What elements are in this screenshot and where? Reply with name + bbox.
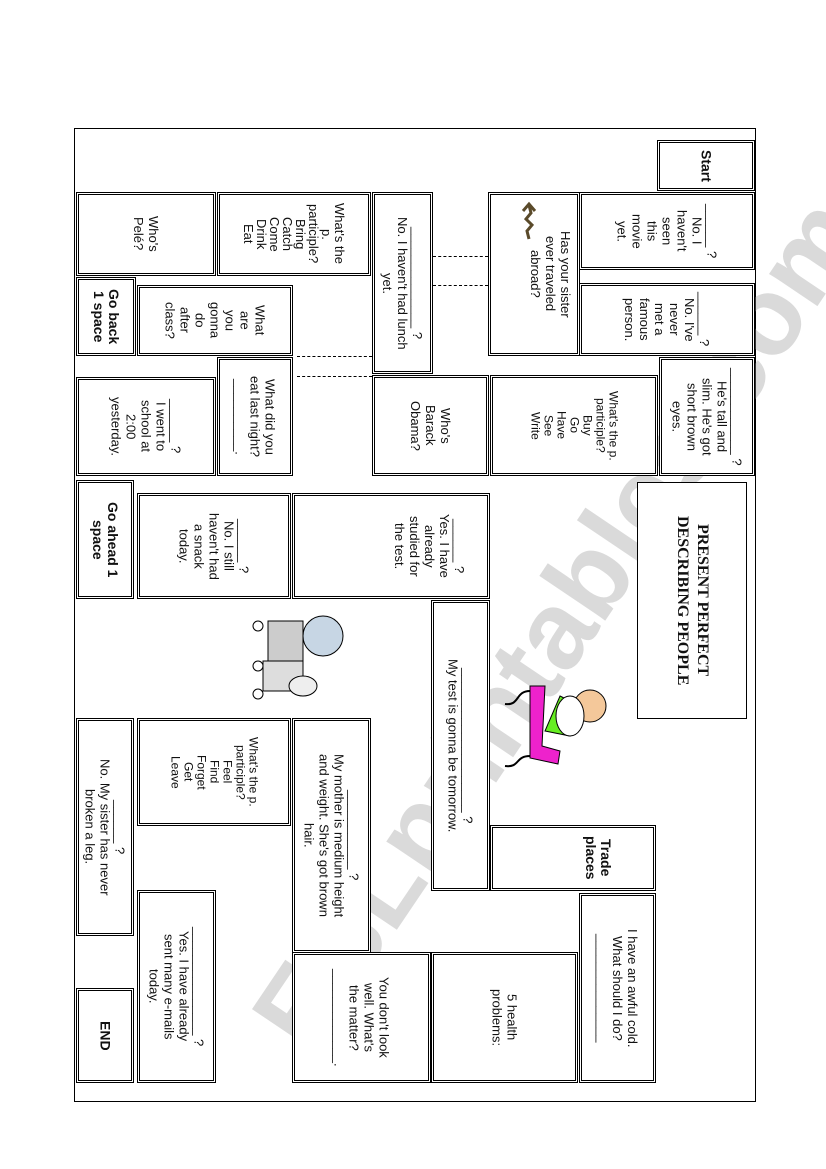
cell-text: ______________ ? No. I haven't had lunch… bbox=[380, 216, 425, 350]
cell-school: ______ ? I went to school at 2:00 yester… bbox=[76, 377, 216, 476]
cell-text: ____________________ ? My test is gonna … bbox=[445, 658, 476, 833]
cell-text: What's the p. participle? Buy Go Have Se… bbox=[528, 390, 621, 461]
cell-text: ______ ? No. I haven't seen this movie y… bbox=[614, 203, 720, 259]
cell-emails: _______________ ? Yes. I have already se… bbox=[137, 890, 216, 1083]
cell-text: What did you eat last night? __________. bbox=[232, 376, 278, 457]
cell-broken-leg: ______ ? No. My sister has never broken … bbox=[76, 718, 134, 936]
cell-text: Has your sister ever traveled abroad? bbox=[528, 230, 573, 318]
cell-text: ______ ? I went to school at 2:00 yester… bbox=[108, 396, 184, 456]
cell-after-class: What are you gonna do after class? bbox=[137, 285, 293, 356]
connector-dash bbox=[297, 376, 372, 377]
cell-text: ______ ? Yes. I have already studied for… bbox=[392, 514, 467, 578]
board-frame bbox=[74, 128, 756, 1102]
cell-mother: ___________ ? My mother is medium height… bbox=[292, 718, 371, 953]
cell-text: Who's Pelé? bbox=[131, 216, 161, 252]
cell-trade: Trade places bbox=[490, 825, 656, 891]
cell-pp1: What's the p. participle? Buy Go Have Se… bbox=[490, 375, 658, 476]
title-line1: PRESENT PERFECT bbox=[694, 524, 711, 677]
cell-text: What's the p. participle? Bring Catch Co… bbox=[241, 203, 347, 265]
cell-text: ______ ? No. My sister has never broken … bbox=[82, 758, 128, 896]
cell-sister-abroad: Has your sister ever traveled abroad? bbox=[488, 192, 580, 356]
patient-in-bed-image bbox=[252, 615, 344, 700]
cell-matter: You don't look well. What's the matter? … bbox=[292, 952, 431, 1083]
cell-start: Start bbox=[657, 140, 755, 191]
cell-text: END bbox=[97, 1020, 114, 1051]
cell-pp3: What's the p. participle? Feel Find Forg… bbox=[137, 718, 291, 826]
cell-cold: I have an awful cold. What should I do? … bbox=[579, 893, 656, 1083]
cell-end: END bbox=[76, 988, 134, 1083]
cell-text: ______ ? No. I still haven't had a snack… bbox=[176, 512, 252, 580]
cell-text: ___________ ? My mother is medium height… bbox=[301, 753, 362, 918]
boy-broken-arm-image bbox=[504, 685, 607, 768]
cell-famous: ______ ? No. I've never met a famous per… bbox=[579, 283, 755, 356]
cell-pp2: What's the p. participle? Bring Catch Co… bbox=[217, 192, 371, 276]
cell-text: Who's Barack Obama? bbox=[408, 400, 453, 451]
cell-movie: ______ ? No. I haven't seen this movie y… bbox=[579, 192, 755, 270]
cell-obama: Who's Barack Obama? bbox=[372, 375, 489, 476]
cell-text: Go ahead 1 space bbox=[90, 501, 121, 578]
cell-text: I have an awful cold. What should I do? … bbox=[595, 928, 640, 1048]
cell-go-ahead: Go ahead 1 space bbox=[76, 480, 134, 599]
cell-text: ______ ? No. I've never met a famous per… bbox=[622, 292, 712, 347]
cell-text: Go back 1 space bbox=[91, 288, 122, 345]
cell-text: What's the p. participle? Feel Find Forg… bbox=[168, 737, 261, 807]
connector-dash bbox=[433, 285, 488, 286]
title-line2: DESCRIBING PEOPLE bbox=[674, 515, 691, 686]
cell-go-back: Go back 1 space bbox=[76, 277, 136, 356]
cell-text: Start bbox=[698, 149, 715, 182]
cell-text: _______________ ? Yes. I have already se… bbox=[146, 926, 207, 1047]
cell-snack: ______ ? No. I still haven't had a snack… bbox=[137, 493, 291, 599]
connector-dash bbox=[297, 356, 372, 357]
connector-dash bbox=[433, 256, 488, 257]
cell-tall-slim: ____________ ? He's tall and slim. He's … bbox=[659, 357, 755, 476]
cell-text: What are you gonna do after class? bbox=[162, 302, 268, 339]
cell-text: You don't look well. What's the matter? … bbox=[331, 968, 392, 1067]
cell-eat-last-night: What did you eat last night? __________. bbox=[217, 357, 293, 476]
cell-test-tomorrow: ____________________ ? My test is gonna … bbox=[431, 600, 490, 891]
cell-text: Trade places bbox=[583, 836, 614, 880]
cell-studied: ______ ? Yes. I have already studied for… bbox=[292, 493, 490, 599]
cell-health: 5 health problems: bbox=[431, 952, 578, 1083]
arrow-icon bbox=[521, 201, 537, 240]
cell-lunch: ______________ ? No. I haven't had lunch… bbox=[372, 192, 433, 374]
cell-text: 5 health problems: bbox=[489, 988, 520, 1047]
cell-pele: Who's Pelé? bbox=[76, 192, 216, 276]
cell-text: ____________ ? He's tall and slim. He's … bbox=[669, 367, 745, 466]
